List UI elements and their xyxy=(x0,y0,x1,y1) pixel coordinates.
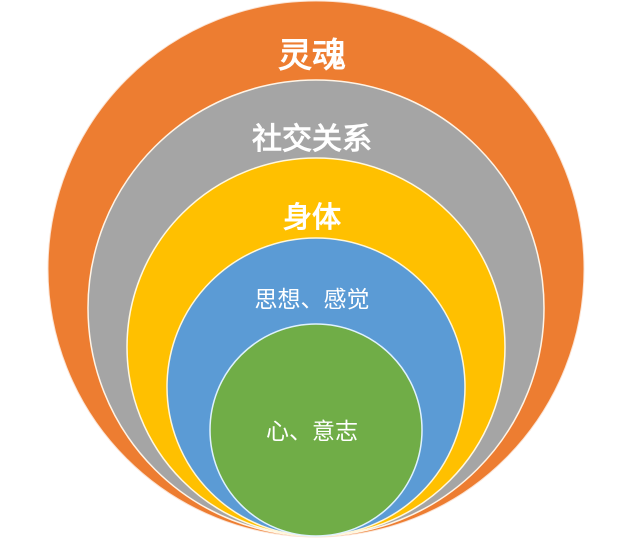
label-social-relations: 社交关系 xyxy=(252,122,372,157)
label-heart-will: 心、意志 xyxy=(266,419,358,445)
label-soul: 灵魂 xyxy=(278,36,346,76)
label-thought-feeling: 思想、感觉 xyxy=(254,287,370,313)
label-body: 身体 xyxy=(282,200,341,234)
layer-heart-circle xyxy=(209,323,423,537)
